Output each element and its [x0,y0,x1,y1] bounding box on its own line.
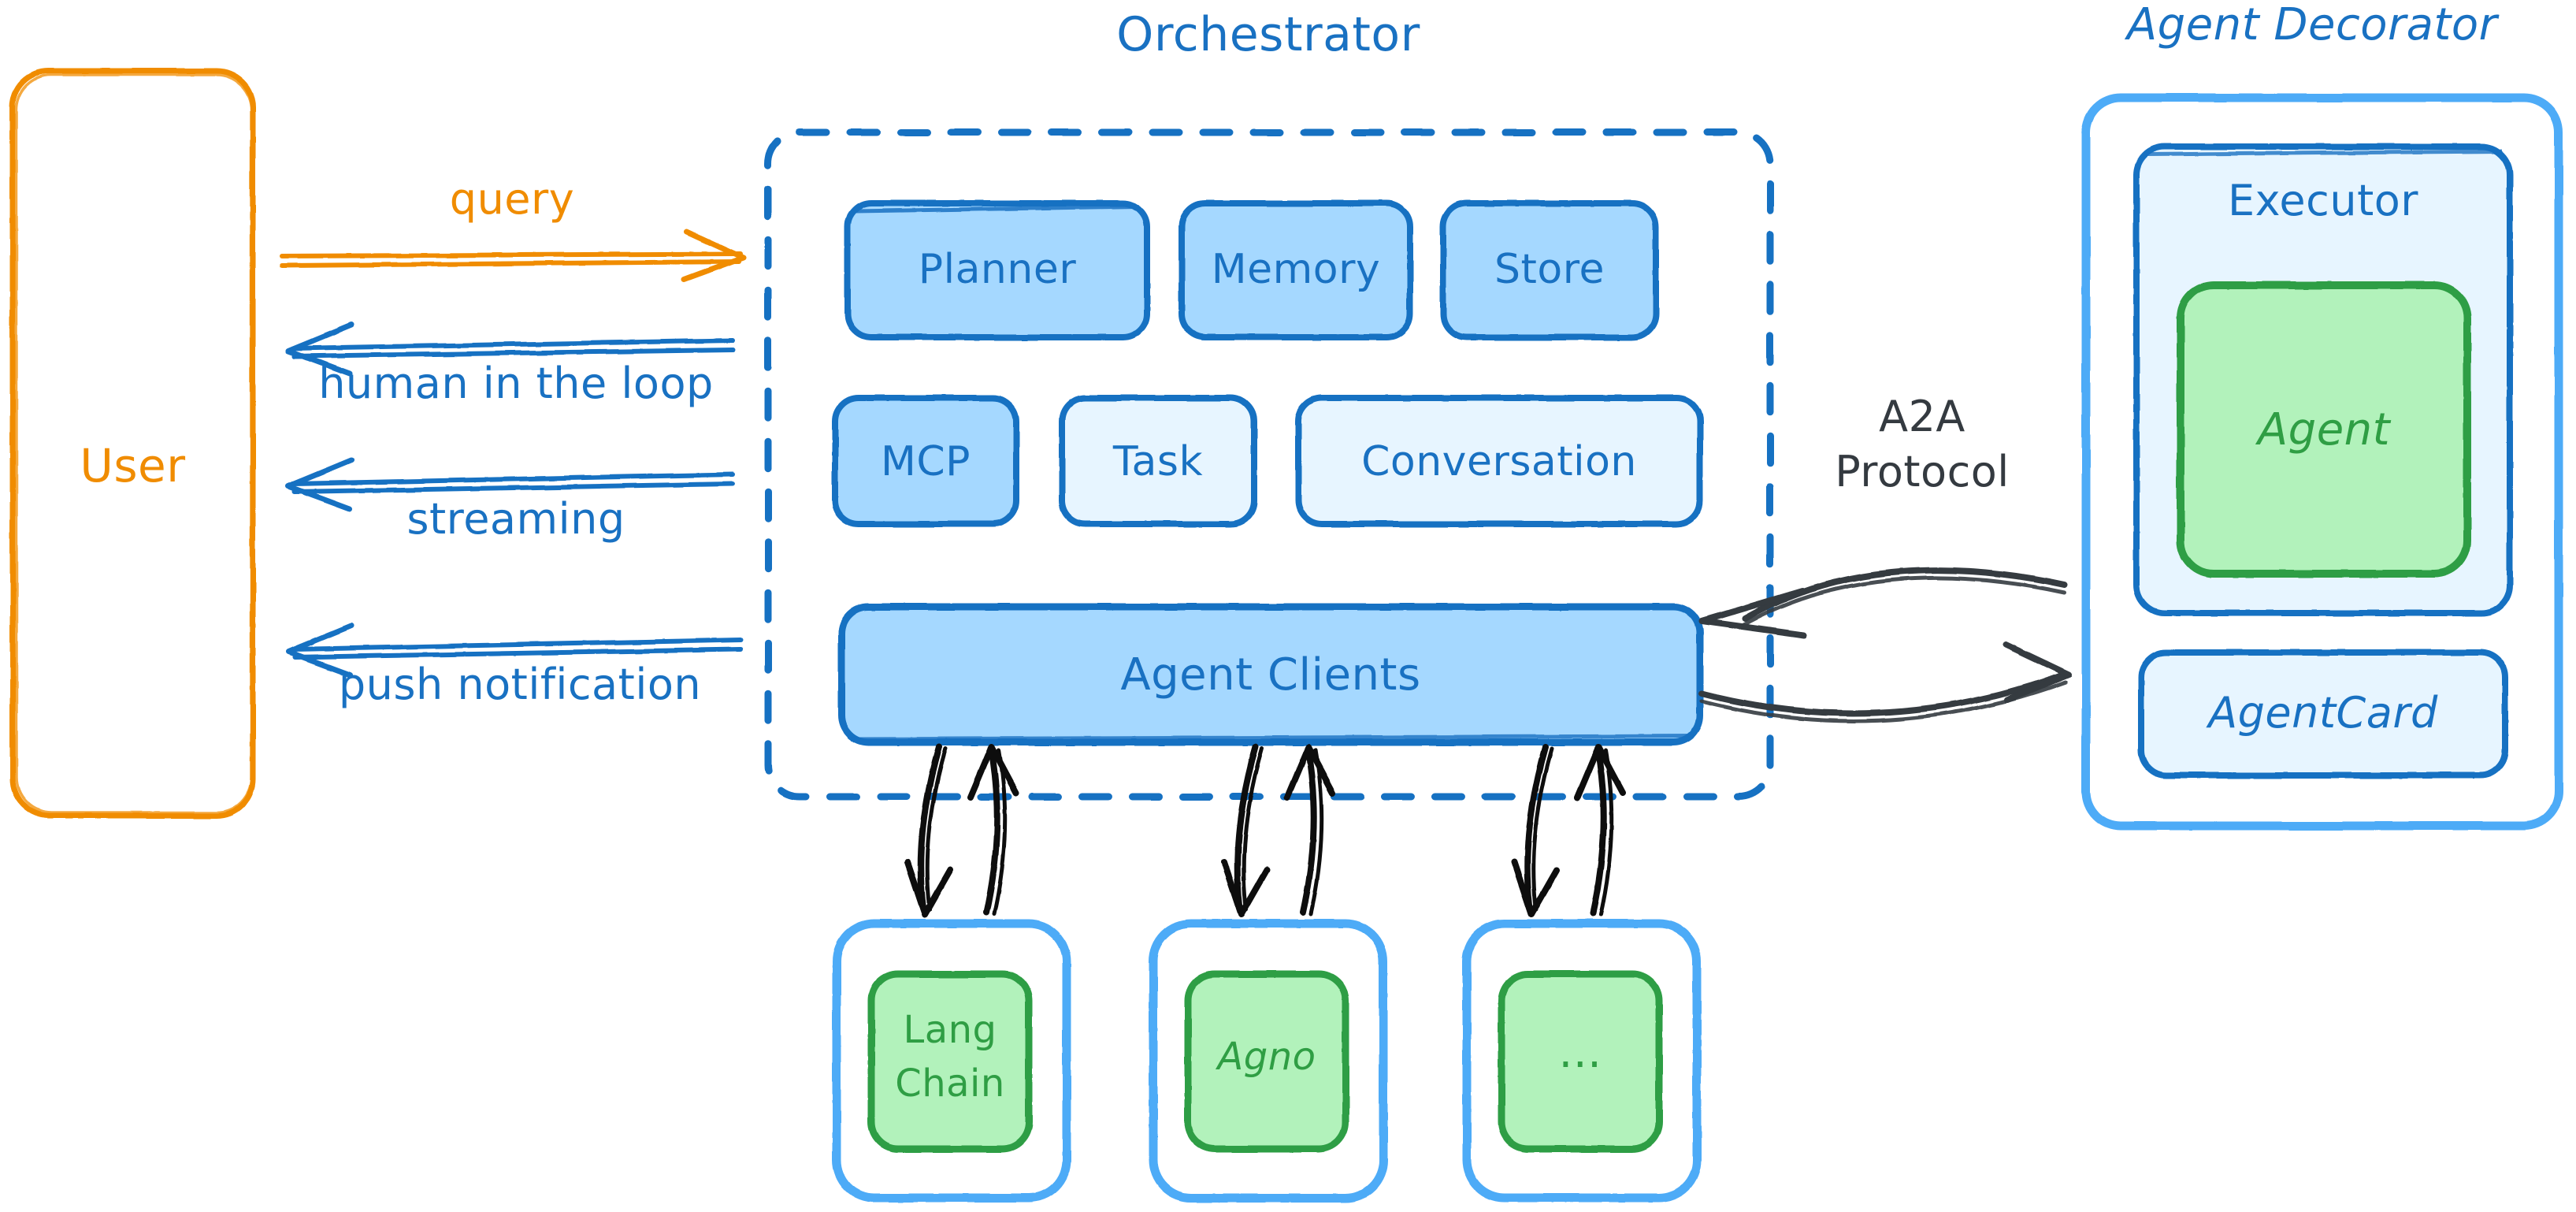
a2a-inbound-arrow-shape [1698,567,2067,638]
conversation-box-shape [1295,395,1703,527]
user-box-shape [9,68,256,819]
agno-up-arrow-shape [1284,744,1336,916]
orchestrator-boundary-shape [764,128,1774,801]
human-in-the-loop-arrow-shape [285,322,735,377]
agent-card-box-shape [2138,649,2508,779]
agno-down-arrow-shape [1221,744,1270,917]
streaming-arrow-shape [285,457,735,512]
other-framework-inner-box-shape [1498,970,1663,1153]
agent-clients-box-shape [837,603,1704,746]
agent-box-shape [2177,281,2471,578]
other-framework-down-arrow-shape [1511,744,1560,917]
task-box-shape [1059,395,1257,527]
langchain-up-arrow-shape [967,744,1019,916]
a2a-outbound-arrow-shape [1698,641,2072,723]
langchain-down-arrow-shape [904,744,953,917]
agno-inner-box-shape [1184,970,1349,1153]
langchain-inner-box-shape [867,970,1033,1153]
other-framework-up-arrow-shape [1574,744,1626,916]
push-notification-arrow-shape [285,623,743,678]
planner-box-shape [844,200,1150,340]
mcp-box-shape [832,395,1019,527]
query-arrow-shape [280,229,747,283]
memory-box-shape [1179,200,1413,340]
store-box-shape [1440,200,1659,340]
